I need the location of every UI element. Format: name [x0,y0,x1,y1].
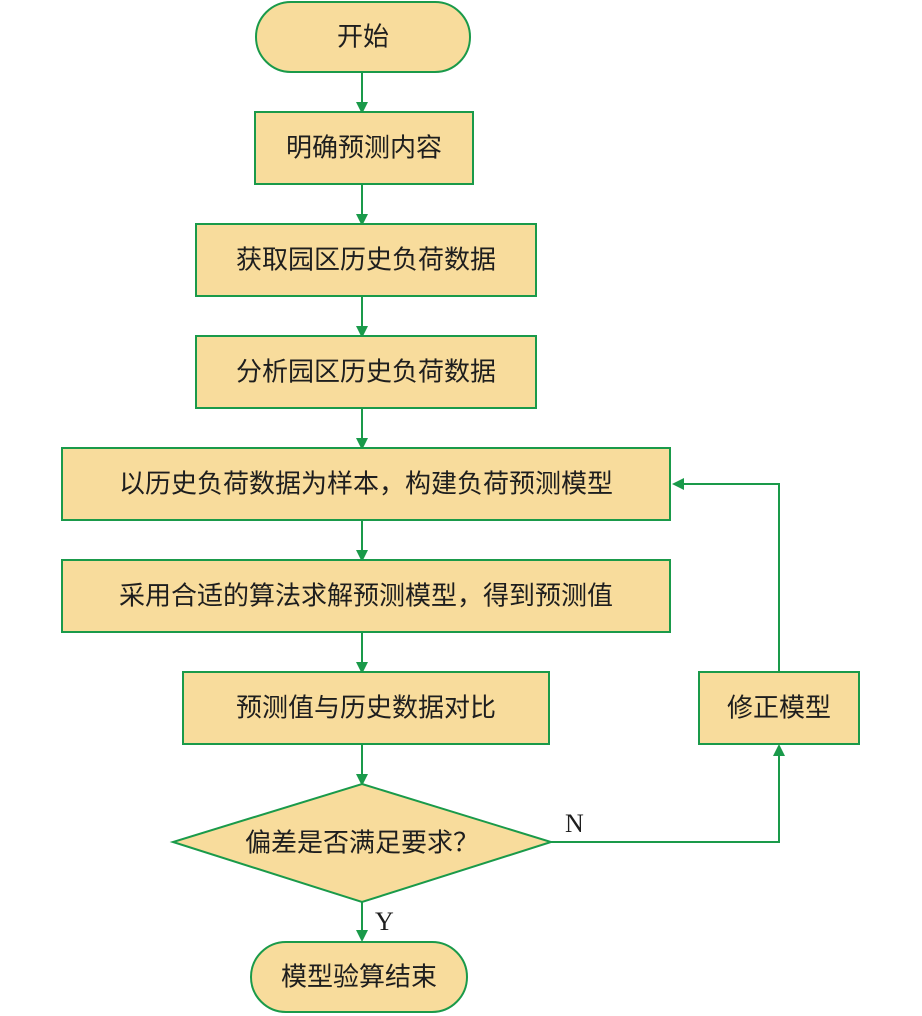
step-solve-model: 采用合适的算法求解预测模型，得到预测值 [61,559,671,633]
correction-node-label: 修正模型 [727,694,831,724]
step-analyze-data: 分析园区历史负荷数据 [195,335,537,409]
end-node: 模型验算结束 [250,941,468,1013]
start-node: 开始 [255,1,471,73]
step-analyze-data-label: 分析园区历史负荷数据 [236,358,496,388]
arrow-decision-to-correction [551,744,785,843]
step-build-model-label: 以历史负荷数据为样本，构建负荷预测模型 [119,470,613,500]
start-node-label: 开始 [337,23,389,53]
step-acquire-data-label: 获取园区历史负荷数据 [236,246,496,276]
step-compare: 预测值与历史数据对比 [182,671,550,745]
edge-label-yes: Y [375,907,394,936]
step-acquire-data: 获取园区历史负荷数据 [195,223,537,297]
step-build-model: 以历史负荷数据为样本，构建负荷预测模型 [61,447,671,521]
step-define-content-label: 明确预测内容 [286,134,442,164]
end-node-label: 模型验算结束 [281,963,437,993]
decision-node: 偏差是否满足要求？ [169,782,555,904]
arrow-correction-to-step4 [672,478,780,672]
edge-label-no: N [565,809,584,838]
step-define-content: 明确预测内容 [254,111,474,185]
step-solve-model-label: 采用合适的算法求解预测模型，得到预测值 [119,582,613,612]
correction-node: 修正模型 [698,671,860,745]
decision-node-label: 偏差是否满足要求？ [245,829,479,859]
step-compare-label: 预测值与历史数据对比 [236,694,496,724]
